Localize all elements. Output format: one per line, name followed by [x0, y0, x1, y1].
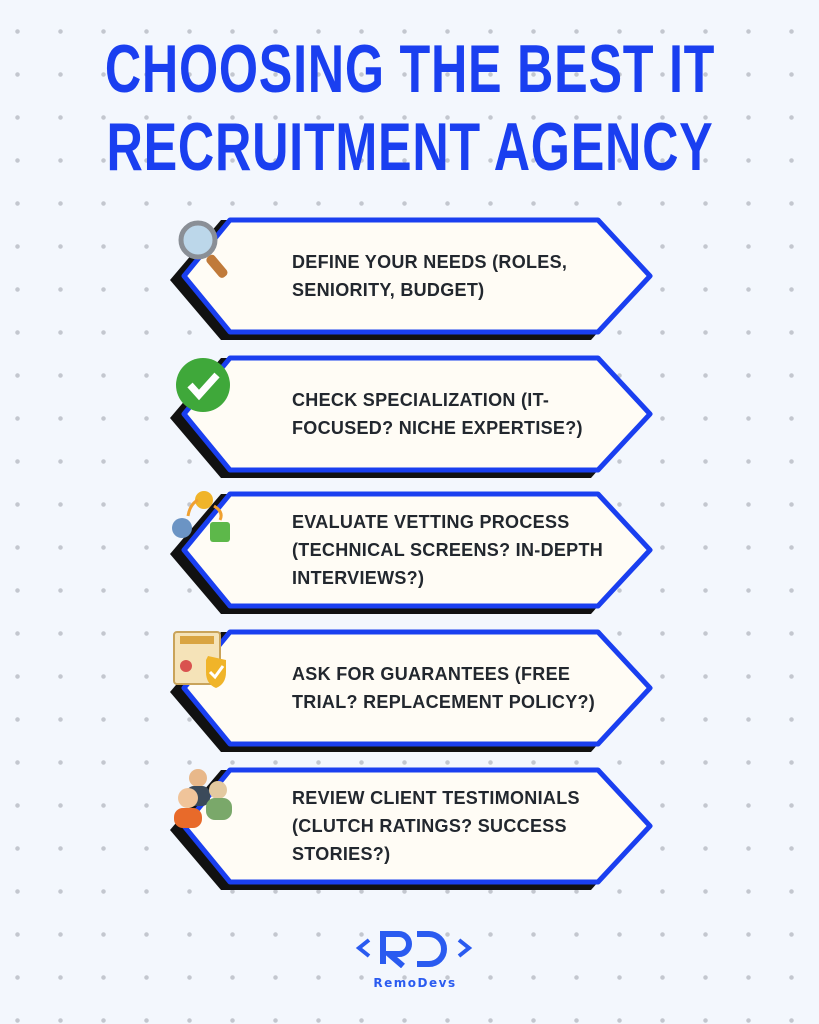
- title-line-2: RECRUITMENT AGENCY: [106, 109, 714, 185]
- logo-name: RemoDevs: [373, 976, 457, 990]
- step-text: DEFINE YOUR NEEDS (ROLES, SENIORITY, BUD…: [292, 252, 568, 300]
- card-shape: [170, 629, 653, 752]
- page-title: CHOOSING THE BEST IT RECRUITMENT AGENCY: [0, 30, 819, 186]
- remodevs-logo-icon: [355, 931, 473, 969]
- logo: RemoDevs: [355, 928, 475, 990]
- warranty-icon: [173, 631, 226, 688]
- card-shape: [170, 355, 653, 478]
- step-text: EVALUATE VETTING PROCESS (TECHNICAL SCRE…: [292, 512, 604, 588]
- step-text: CHECK SPECIALIZATION (IT-FOCUSED? NICHE …: [292, 390, 583, 438]
- process-icon: [172, 491, 230, 542]
- card-shape: [170, 767, 653, 890]
- step-card: CHECK SPECIALIZATION (IT-FOCUSED? NICHE …: [170, 352, 660, 482]
- title-line-1: CHOOSING THE BEST IT: [104, 31, 716, 107]
- step-text: ASK FOR GUARANTEES (FREE TRIAL? REPLACEM…: [292, 664, 596, 712]
- step-card: ASK FOR GUARANTEES (FREE TRIAL? REPLACEM…: [170, 626, 660, 756]
- people-icon: [174, 769, 232, 828]
- checkmark-icon: [176, 358, 230, 412]
- step-text: REVIEW CLIENT TESTIMONIALS (CLUTCH RATIN…: [292, 788, 580, 864]
- step-card: EVALUATE VETTING PROCESS (TECHNICAL SCRE…: [170, 488, 660, 618]
- card-shape: [170, 217, 653, 340]
- card-shape: [170, 491, 653, 614]
- magnifying-glass-icon: [178, 220, 228, 278]
- step-card: REVIEW CLIENT TESTIMONIALS (CLUTCH RATIN…: [170, 764, 660, 894]
- step-card: DEFINE YOUR NEEDS (ROLES, SENIORITY, BUD…: [170, 214, 660, 344]
